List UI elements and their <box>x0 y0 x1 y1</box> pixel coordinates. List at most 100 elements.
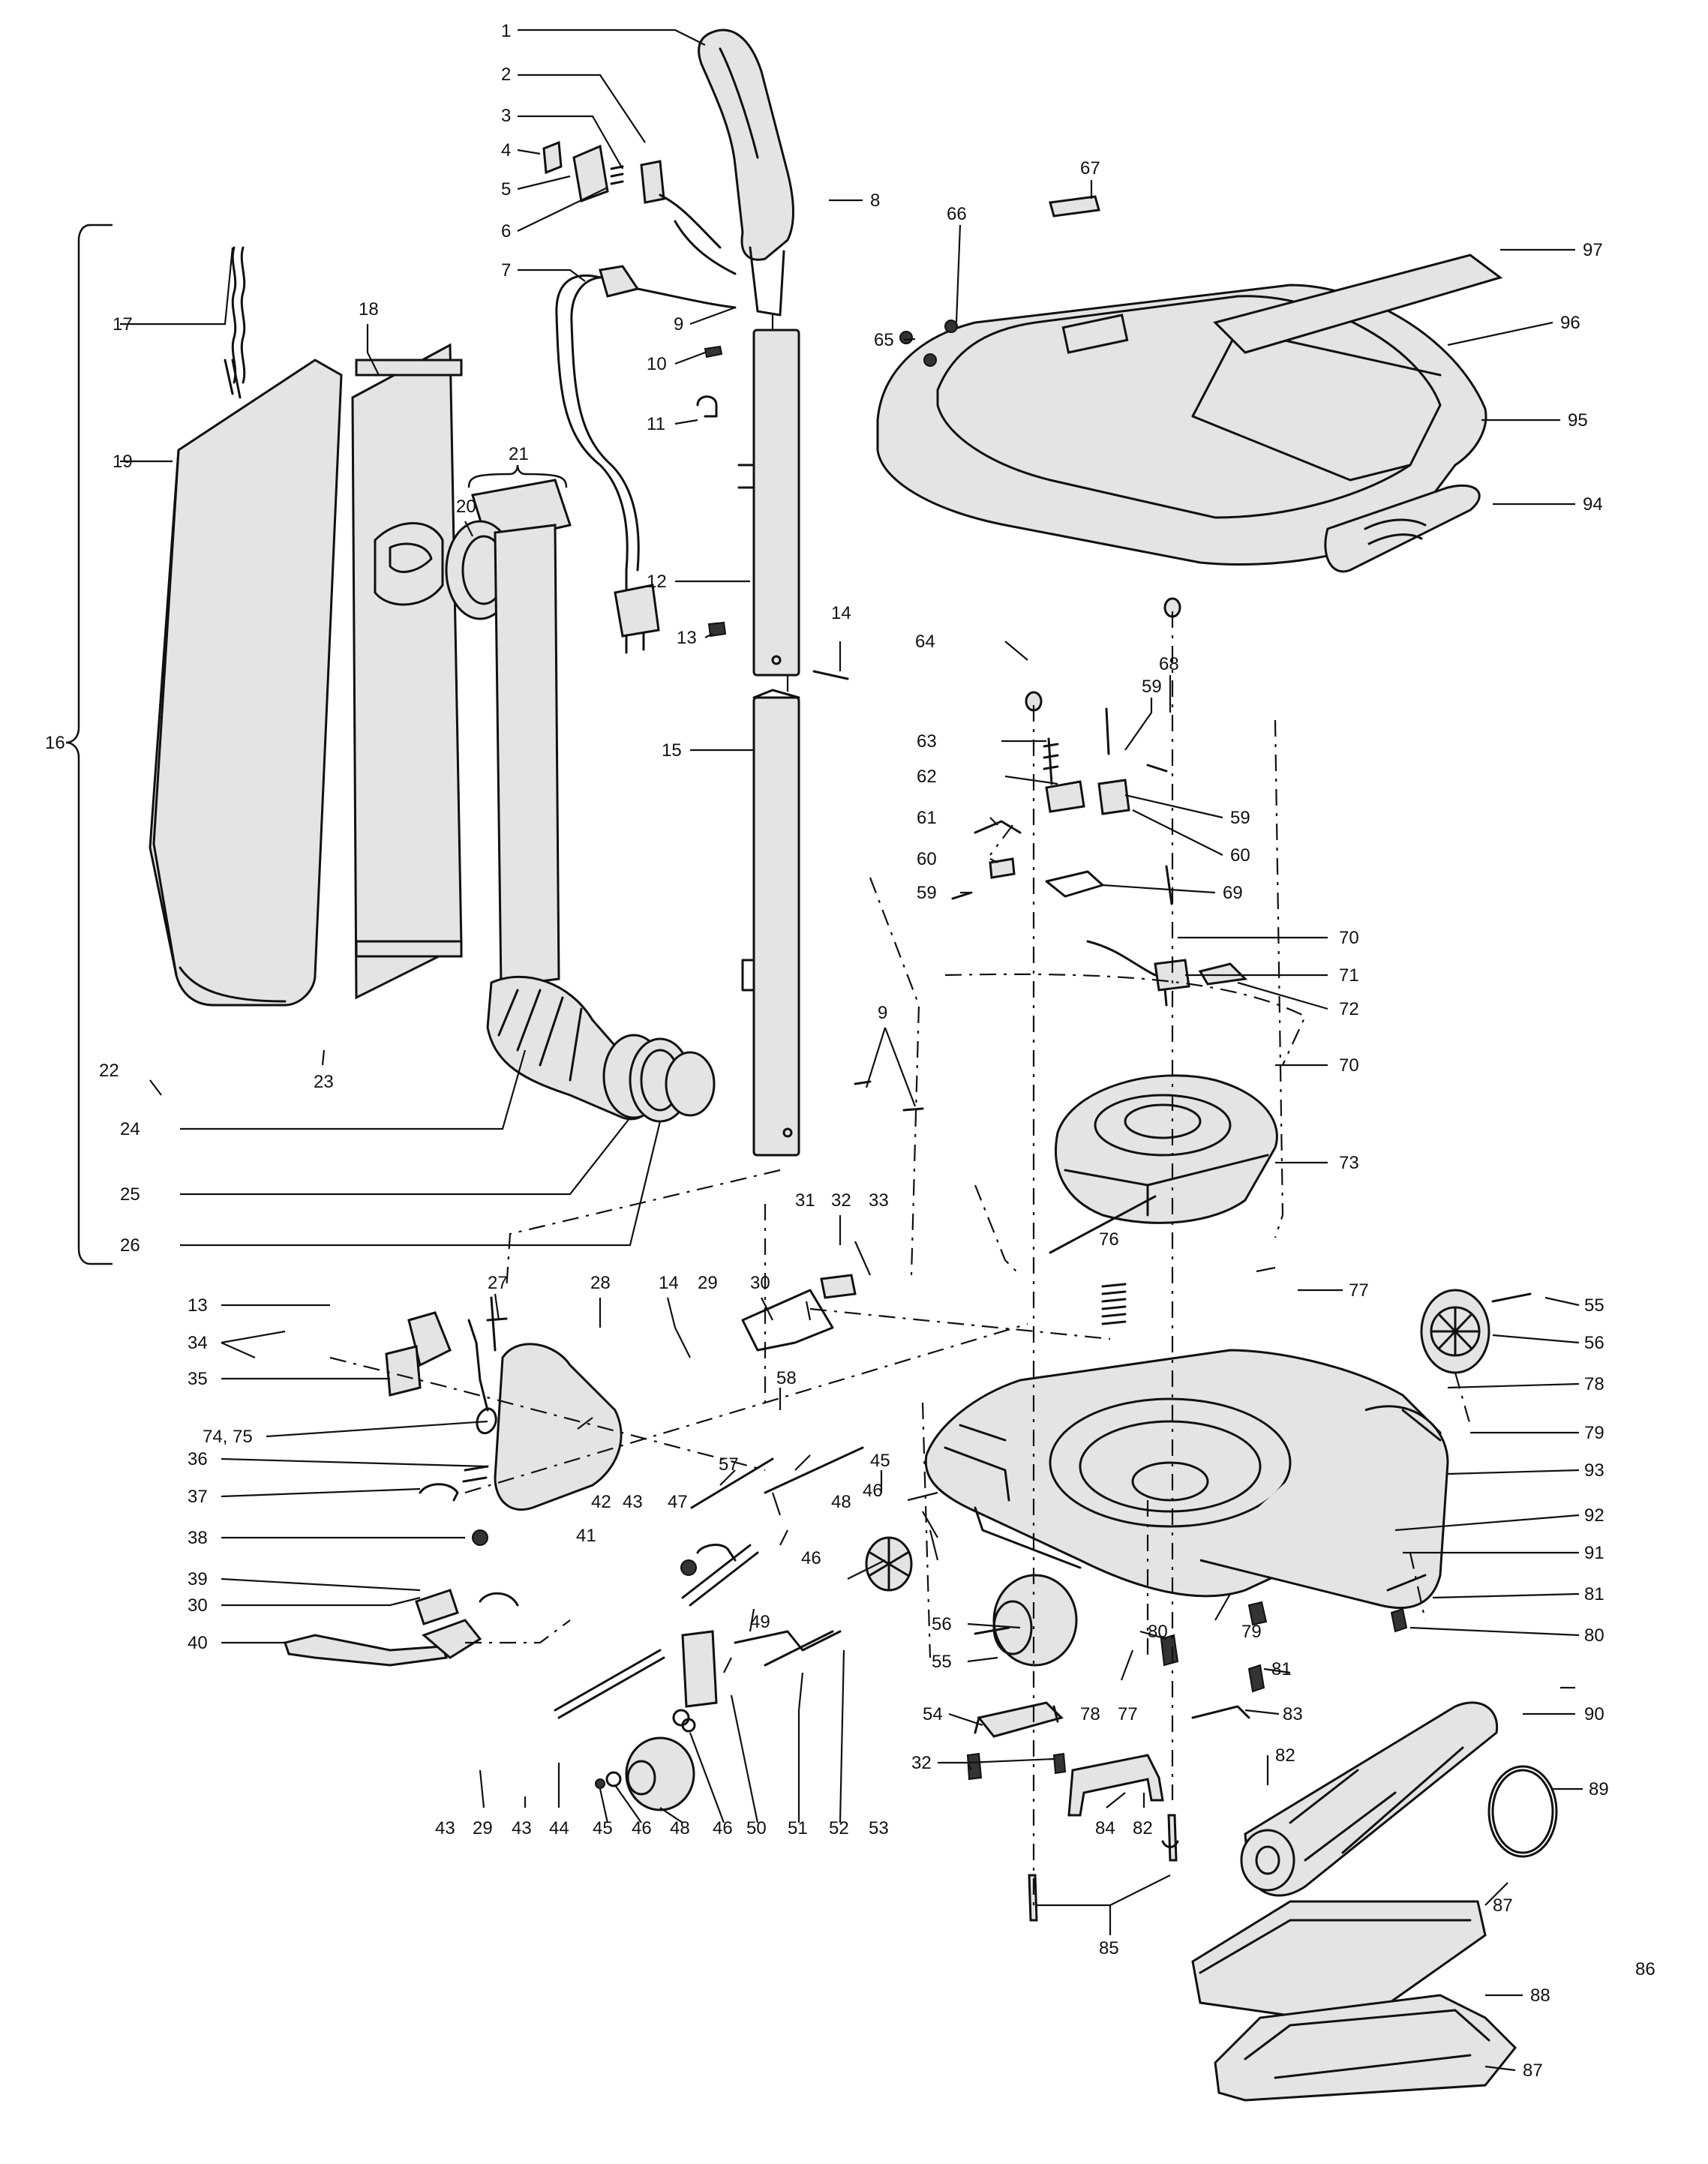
label-71: 71 <box>1339 965 1359 986</box>
label-24: 24 <box>120 1119 140 1139</box>
label-39: 39 <box>188 1569 208 1589</box>
label-78-lower: 78 <box>1080 1704 1100 1724</box>
label-46-lower-a: 46 <box>632 1818 652 1838</box>
front-wheel-48 <box>595 1736 695 1811</box>
cord-assembly <box>555 194 737 654</box>
label-78-upper: 78 <box>1584 1374 1604 1394</box>
label-45-lower: 45 <box>593 1818 613 1838</box>
label-80-lower: 80 <box>1148 1622 1168 1642</box>
label-4: 4 <box>501 140 511 161</box>
label-62: 62 <box>917 767 937 787</box>
screws-85 <box>1028 1814 1179 1922</box>
label-73: 73 <box>1339 1153 1359 1173</box>
label-79-upper: 79 <box>1584 1423 1604 1443</box>
label-65: 65 <box>874 330 894 350</box>
upper-handle-tube <box>737 329 800 677</box>
base-housing <box>924 1349 1449 1610</box>
label-25: 25 <box>120 1184 140 1205</box>
label-57: 57 <box>719 1454 739 1475</box>
label-58: 58 <box>776 1368 797 1388</box>
label-3: 3 <box>501 106 511 126</box>
label-14-lower: 14 <box>659 1273 679 1293</box>
label-16: 16 <box>45 733 65 753</box>
outer-bag <box>149 246 343 1007</box>
label-6: 6 <box>501 221 511 242</box>
lower-handle-tube <box>741 689 800 1157</box>
label-12: 12 <box>647 572 667 592</box>
label-36: 36 <box>188 1449 208 1469</box>
label-15: 15 <box>662 740 682 761</box>
label-97: 97 <box>1583 240 1603 260</box>
label-79-lower: 79 <box>1241 1622 1262 1642</box>
label-43-a: 43 <box>623 1492 643 1512</box>
label-35: 35 <box>188 1369 208 1389</box>
label-40: 40 <box>188 1633 208 1653</box>
brackets-bottom <box>966 1601 1408 1817</box>
label-37: 37 <box>188 1487 208 1507</box>
small-hardware <box>696 345 849 680</box>
label-80-upper: 80 <box>1584 1625 1604 1646</box>
motor <box>1049 1074 1278 1254</box>
pedal-40 <box>284 1634 448 1667</box>
label-30-lower: 30 <box>188 1595 208 1616</box>
axle-and-brackets <box>554 1630 842 1733</box>
label-46-upper: 46 <box>863 1481 883 1501</box>
label-20: 20 <box>456 497 476 517</box>
label-63: 63 <box>917 731 937 752</box>
label-68: 68 <box>1159 654 1179 674</box>
label-8: 8 <box>870 191 880 211</box>
label-26: 26 <box>120 1235 140 1256</box>
label-11: 11 <box>647 414 665 434</box>
rear-wheel-56-bottom <box>974 1574 1078 1667</box>
label-5: 5 <box>501 179 511 200</box>
label-38: 38 <box>188 1528 208 1548</box>
label-94: 94 <box>1583 494 1603 515</box>
label-86: 86 <box>1635 1959 1655 1979</box>
label-59-top: 59 <box>1142 677 1162 697</box>
label-95: 95 <box>1568 410 1588 431</box>
label-33: 33 <box>869 1190 889 1211</box>
bag-adapter <box>445 479 572 988</box>
label-48-lower: 48 <box>670 1818 690 1838</box>
label-61: 61 <box>917 808 937 828</box>
label-42: 42 <box>591 1492 611 1512</box>
label-21: 21 <box>509 444 529 464</box>
label-32-lower: 32 <box>911 1753 932 1773</box>
bottom-plate-assembly <box>1191 1900 1517 2102</box>
switch-assembly <box>854 597 1248 1112</box>
label-87-upper: 87 <box>1493 1895 1513 1916</box>
label-19: 19 <box>113 452 133 472</box>
label-82-mid: 82 <box>1133 1818 1153 1838</box>
label-9-upper: 9 <box>674 314 683 335</box>
label-18: 18 <box>359 299 379 320</box>
label-2: 2 <box>501 65 511 85</box>
label-67: 67 <box>1080 158 1100 179</box>
label-60-right: 60 <box>1230 845 1250 866</box>
label-29-upper: 29 <box>698 1273 718 1293</box>
label-69: 69 <box>1223 883 1243 903</box>
rear-wheel-56-top <box>1420 1289 1532 1374</box>
label-22: 22 <box>99 1061 119 1081</box>
hood <box>876 195 1503 573</box>
label-55-lower: 55 <box>932 1652 952 1672</box>
label-91: 91 <box>1584 1543 1604 1563</box>
label-77-lower: 77 <box>1118 1704 1138 1724</box>
label-60-left: 60 <box>917 849 937 869</box>
label-29-lower: 29 <box>473 1818 493 1838</box>
label-81-upper: 81 <box>1584 1584 1604 1604</box>
label-28: 28 <box>590 1273 611 1293</box>
label-74-75: 74, 75 <box>203 1427 253 1447</box>
label-43-b: 43 <box>435 1818 455 1838</box>
label-85: 85 <box>1099 1938 1119 1958</box>
label-47: 47 <box>668 1492 688 1512</box>
height-adjust-linkage <box>407 1274 864 1607</box>
label-89: 89 <box>1589 1779 1609 1799</box>
label-54: 54 <box>923 1704 943 1724</box>
front-wheel-48-upper <box>865 1536 913 1592</box>
label-66: 66 <box>947 204 967 224</box>
label-83: 83 <box>1283 1704 1303 1724</box>
label-87-lower: 87 <box>1523 2060 1543 2081</box>
label-59-right: 59 <box>1230 808 1250 828</box>
label-10: 10 <box>647 354 667 374</box>
